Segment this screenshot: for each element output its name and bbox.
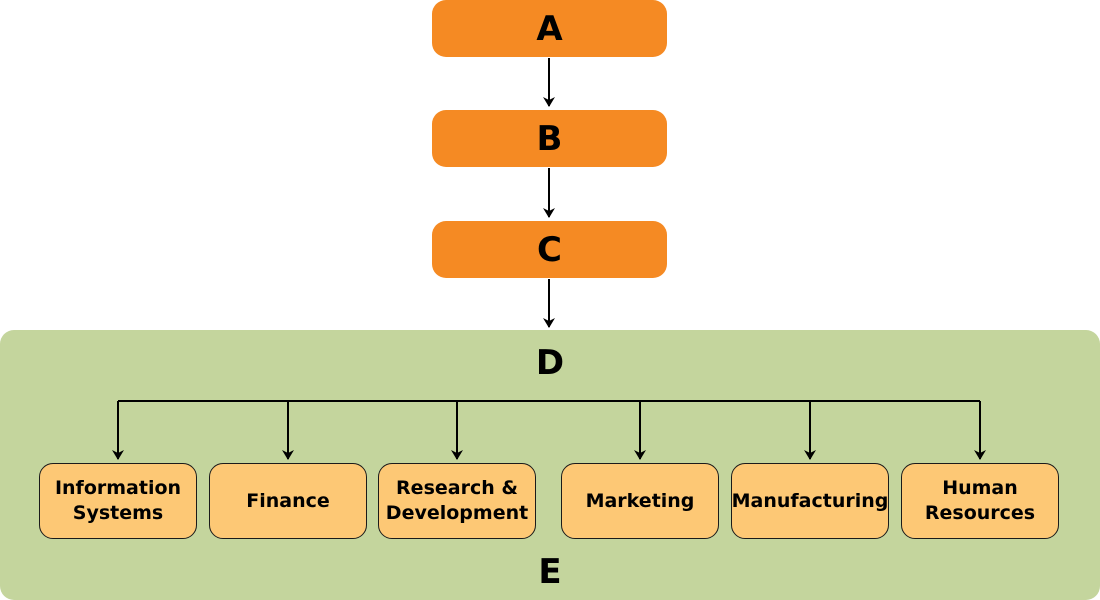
- department-label-line1: Human: [942, 477, 1018, 499]
- level-b-label: B: [536, 118, 563, 159]
- department-label-line1: Finance: [246, 489, 330, 512]
- department-box-information-systems: Information Systems: [39, 463, 197, 539]
- level-b-box: B: [432, 110, 667, 167]
- level-c-box: C: [432, 221, 667, 278]
- department-box-marketing: Marketing: [561, 463, 719, 539]
- level-a-label: A: [536, 8, 563, 49]
- department-label-line1: Research &: [396, 477, 518, 499]
- department-box-research-development: Research & Development: [378, 463, 536, 539]
- department-label-line2: Systems: [72, 502, 164, 524]
- department-label-line2: Resources: [924, 502, 1036, 524]
- panel-top-label: D: [535, 343, 565, 383]
- panel-bottom-label: E: [538, 552, 562, 592]
- department-label-line2: Development: [385, 502, 529, 524]
- department-label-line1: Marketing: [585, 489, 695, 512]
- department-box-finance: Finance: [209, 463, 367, 539]
- department-label-line1: Manufacturing: [731, 489, 889, 512]
- department-label-line1: Information: [54, 477, 182, 499]
- department-box-manufacturing: Manufacturing: [731, 463, 889, 539]
- level-c-label: C: [537, 229, 562, 270]
- level-a-box: A: [432, 0, 667, 57]
- department-box-human-resources: Human Resources: [901, 463, 1059, 539]
